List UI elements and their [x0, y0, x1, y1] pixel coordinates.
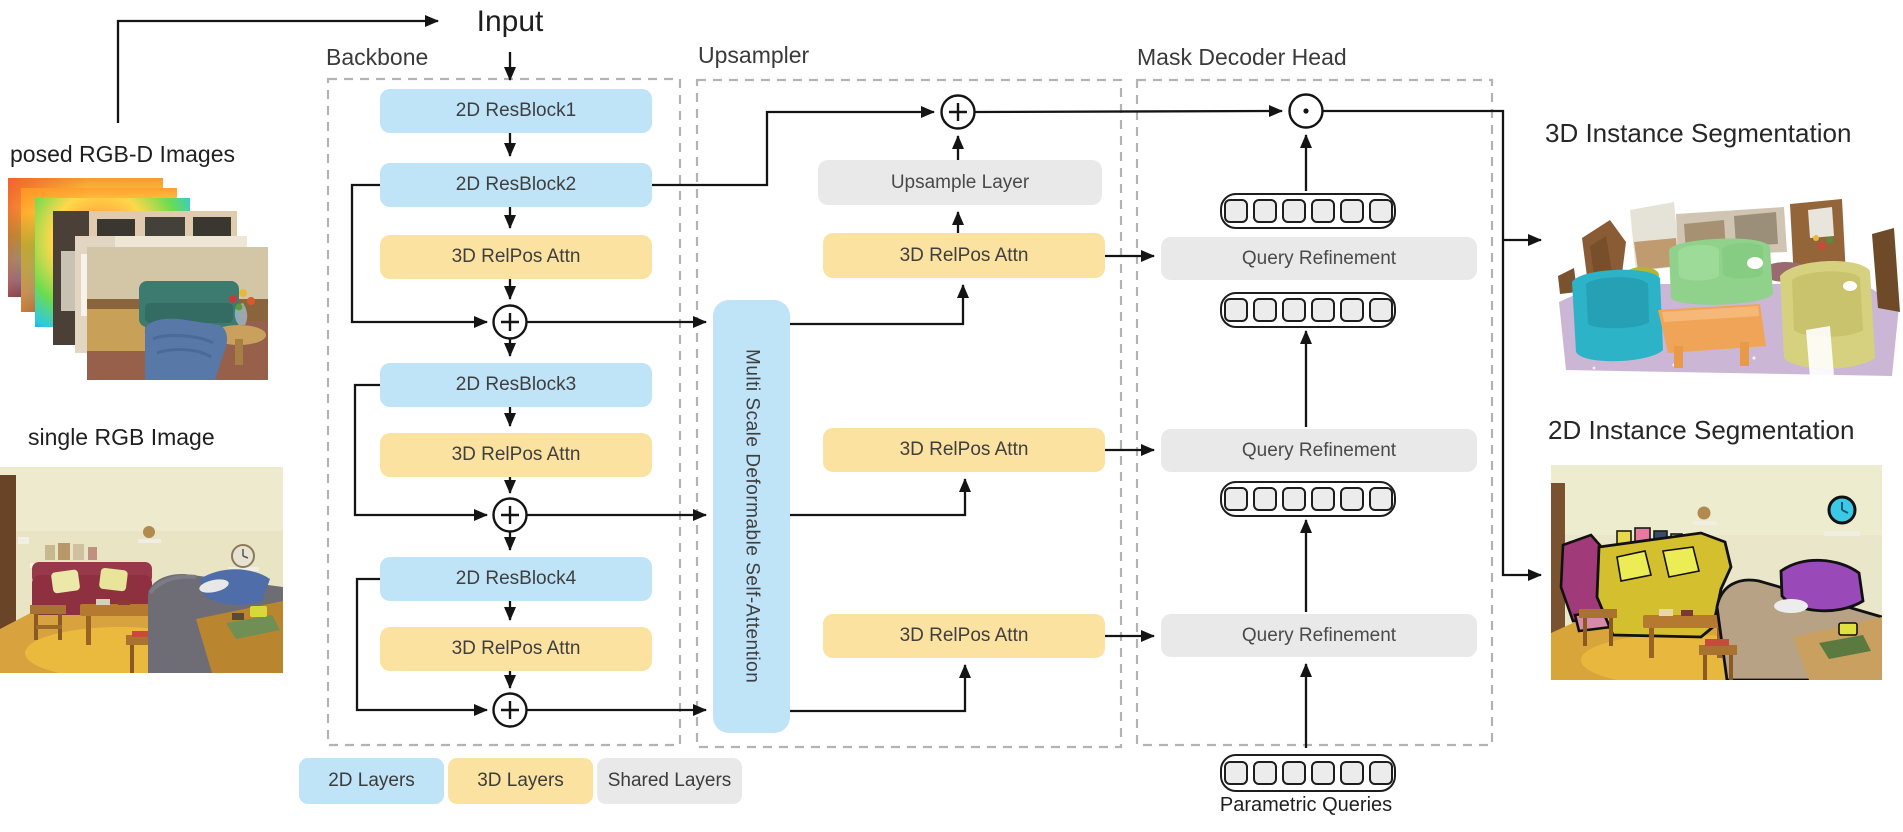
seg3d-label: 3D Instance Segmentation — [1545, 118, 1852, 148]
block-query-refinement-1: Query Refinement — [1161, 237, 1477, 280]
block-upsampler-attn-3: 3D RelPos Attn — [823, 614, 1105, 658]
query-token-row-1 — [1220, 193, 1396, 229]
dot-product-node — [1288, 93, 1324, 129]
block-2d-resblock3: 2D ResBlock3 — [380, 363, 652, 407]
parametric-queries-row — [1220, 754, 1396, 792]
posed-rgbd-label: posed RGB-D Images — [10, 141, 235, 167]
upsampler-label: Upsampler — [698, 42, 810, 68]
arrow-output-2d — [1323, 109, 1542, 581]
arrow-rb2-add4 — [652, 106, 935, 187]
block-2d-resblock2: 2D ResBlock2 — [380, 163, 652, 207]
mask-decoder-label: Mask Decoder Head — [1137, 44, 1347, 70]
add-node-2 — [492, 497, 528, 533]
block-3d-relpos-attn-3: 3D RelPos Attn — [380, 627, 652, 671]
arrow-add4-dot — [974, 105, 1283, 118]
mask-decoder-box — [1135, 78, 1494, 747]
add-node-3 — [492, 692, 528, 728]
block-upsampler-attn-2: 3D RelPos Attn — [823, 428, 1105, 472]
block-query-refinement-3: Query Refinement — [1161, 614, 1477, 657]
legend-shared-layers: Shared Layers — [597, 758, 742, 804]
skip-rb2-add1 — [350, 183, 488, 328]
arrows — [116, 15, 1542, 748]
upsampler-box — [695, 78, 1123, 749]
legend-3d-layers: 3D Layers — [448, 758, 593, 804]
parametric-queries-label: Parametric Queries — [1219, 794, 1393, 816]
add-node-4 — [940, 94, 976, 130]
block-query-refinement-2: Query Refinement — [1161, 429, 1477, 472]
block-2d-resblock4: 2D ResBlock4 — [380, 557, 652, 601]
skip-rb3-add2 — [353, 383, 488, 521]
block-2d-resblock1: 2D ResBlock1 — [380, 89, 652, 133]
input-label: Input — [476, 5, 544, 38]
arrow-stack-to-input — [116, 15, 439, 123]
block-upsample-layer: Upsample Layer — [818, 160, 1102, 205]
legend-2d-layers: 2D Layers — [299, 758, 444, 804]
arrow-msda-uattn3 — [790, 664, 971, 713]
add-node-1 — [492, 304, 528, 340]
query-token-row-2 — [1220, 292, 1396, 328]
arrow-msda-uattn1 — [790, 284, 969, 326]
block-3d-relpos-attn-2: 3D RelPos Attn — [380, 433, 652, 477]
seg2d-label: 2D Instance Segmentation — [1548, 415, 1855, 445]
backbone-label: Backbone — [326, 44, 429, 70]
single-rgb-label: single RGB Image — [28, 424, 215, 450]
block-upsampler-attn-1: 3D RelPos Attn — [823, 233, 1105, 278]
query-token-row-3 — [1220, 481, 1396, 517]
block-msda: Multi Scale Deformable Self-Attention — [713, 300, 790, 733]
arrow-msda-uattn2 — [790, 478, 971, 517]
single-rgb-image — [0, 467, 283, 673]
seg2d-image — [1551, 465, 1882, 680]
seg3d-image — [1554, 180, 1903, 383]
block-3d-relpos-attn-1: 3D RelPos Attn — [380, 235, 652, 279]
posed-rgb-image-3 — [87, 247, 268, 380]
skip-rb4-add3 — [355, 577, 488, 716]
